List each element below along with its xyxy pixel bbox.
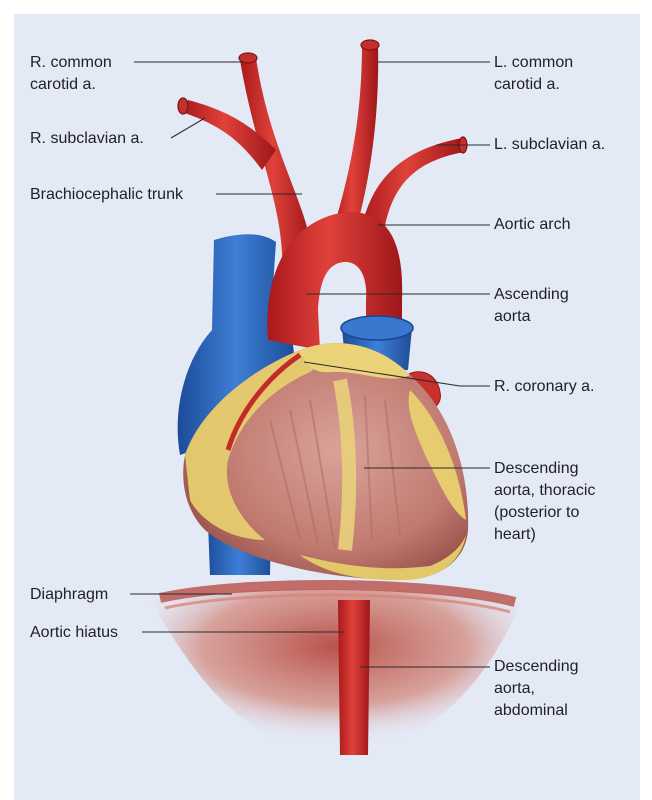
label-aortic-hiatus: Aortic hiatus bbox=[30, 624, 119, 641]
diaphragm-shape bbox=[150, 579, 520, 753]
label-ascending-aorta: Ascending aorta bbox=[494, 286, 569, 325]
label-r-common-carotid: R. common carotid a. bbox=[30, 54, 112, 93]
label-r-subclavian: R. subclavian a. bbox=[30, 130, 144, 147]
label-descending-thoracic-aorta: Descending aorta, thoracic (posterior to… bbox=[494, 460, 596, 543]
label-aortic-arch: Aortic arch bbox=[494, 216, 571, 233]
label-l-common-carotid: L. common carotid a. bbox=[494, 54, 574, 93]
label-l-subclavian: L. subclavian a. bbox=[494, 136, 606, 153]
leader-lines bbox=[130, 61, 490, 668]
label-diaphragm: Diaphragm bbox=[30, 586, 109, 603]
heart-body bbox=[183, 343, 469, 581]
aortic-arch-shape bbox=[177, 39, 468, 350]
label-r-coronary: R. coronary a. bbox=[494, 378, 595, 395]
label-descending-abdominal-aorta: Descending aorta, abdominal bbox=[494, 658, 579, 719]
abdominal-aorta-shape bbox=[338, 600, 370, 755]
label-brachiocephalic-trunk: Brachiocephalic trunk bbox=[30, 186, 183, 203]
